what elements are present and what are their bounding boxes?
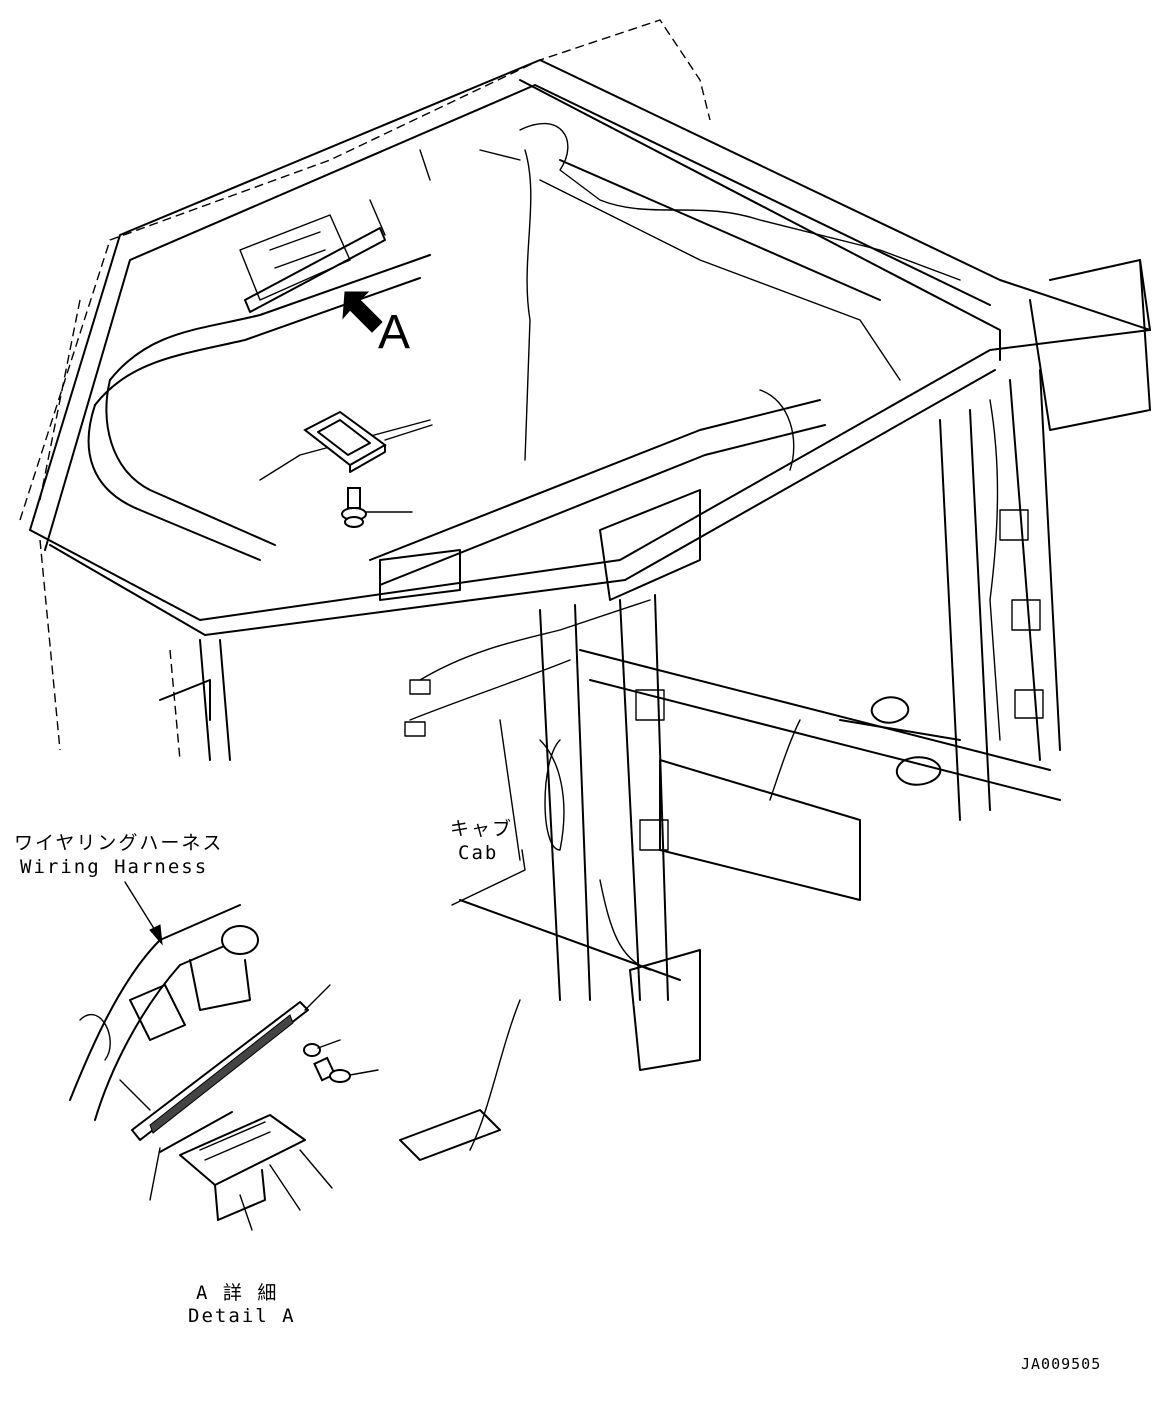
- drawing-code: JA009505: [1021, 1355, 1102, 1373]
- view-marker-a: A: [378, 306, 411, 359]
- wiring-harness-leader: [124, 881, 163, 946]
- detail-a-drawing: [69, 904, 379, 1231]
- wiring-harness-label-en: Wiring Harness: [20, 856, 209, 878]
- wiring-harness-label-jp: ワイヤリングハーネス: [14, 832, 224, 854]
- wiring-harness-routing: [259, 123, 1044, 1151]
- cab-floor: [159, 649, 1061, 1161]
- cab-label-jp: キャブ: [450, 818, 514, 840]
- cab-leader: [451, 849, 526, 906]
- detail-a-label-jp: A 詳 細: [196, 1282, 279, 1304]
- room-lamp-bolt: [341, 487, 413, 528]
- cab-pillars: [199, 259, 1151, 1001]
- detail-a-label-en: Detail A: [188, 1305, 296, 1327]
- lamp-connector-assembly: [239, 214, 386, 313]
- view-arrow-a: [342, 291, 383, 333]
- roof-frame: [29, 59, 1151, 636]
- cab-label-en: Cab: [458, 842, 499, 864]
- room-lamp: [303, 410, 433, 473]
- cab-phantom-outline: [19, 19, 711, 761]
